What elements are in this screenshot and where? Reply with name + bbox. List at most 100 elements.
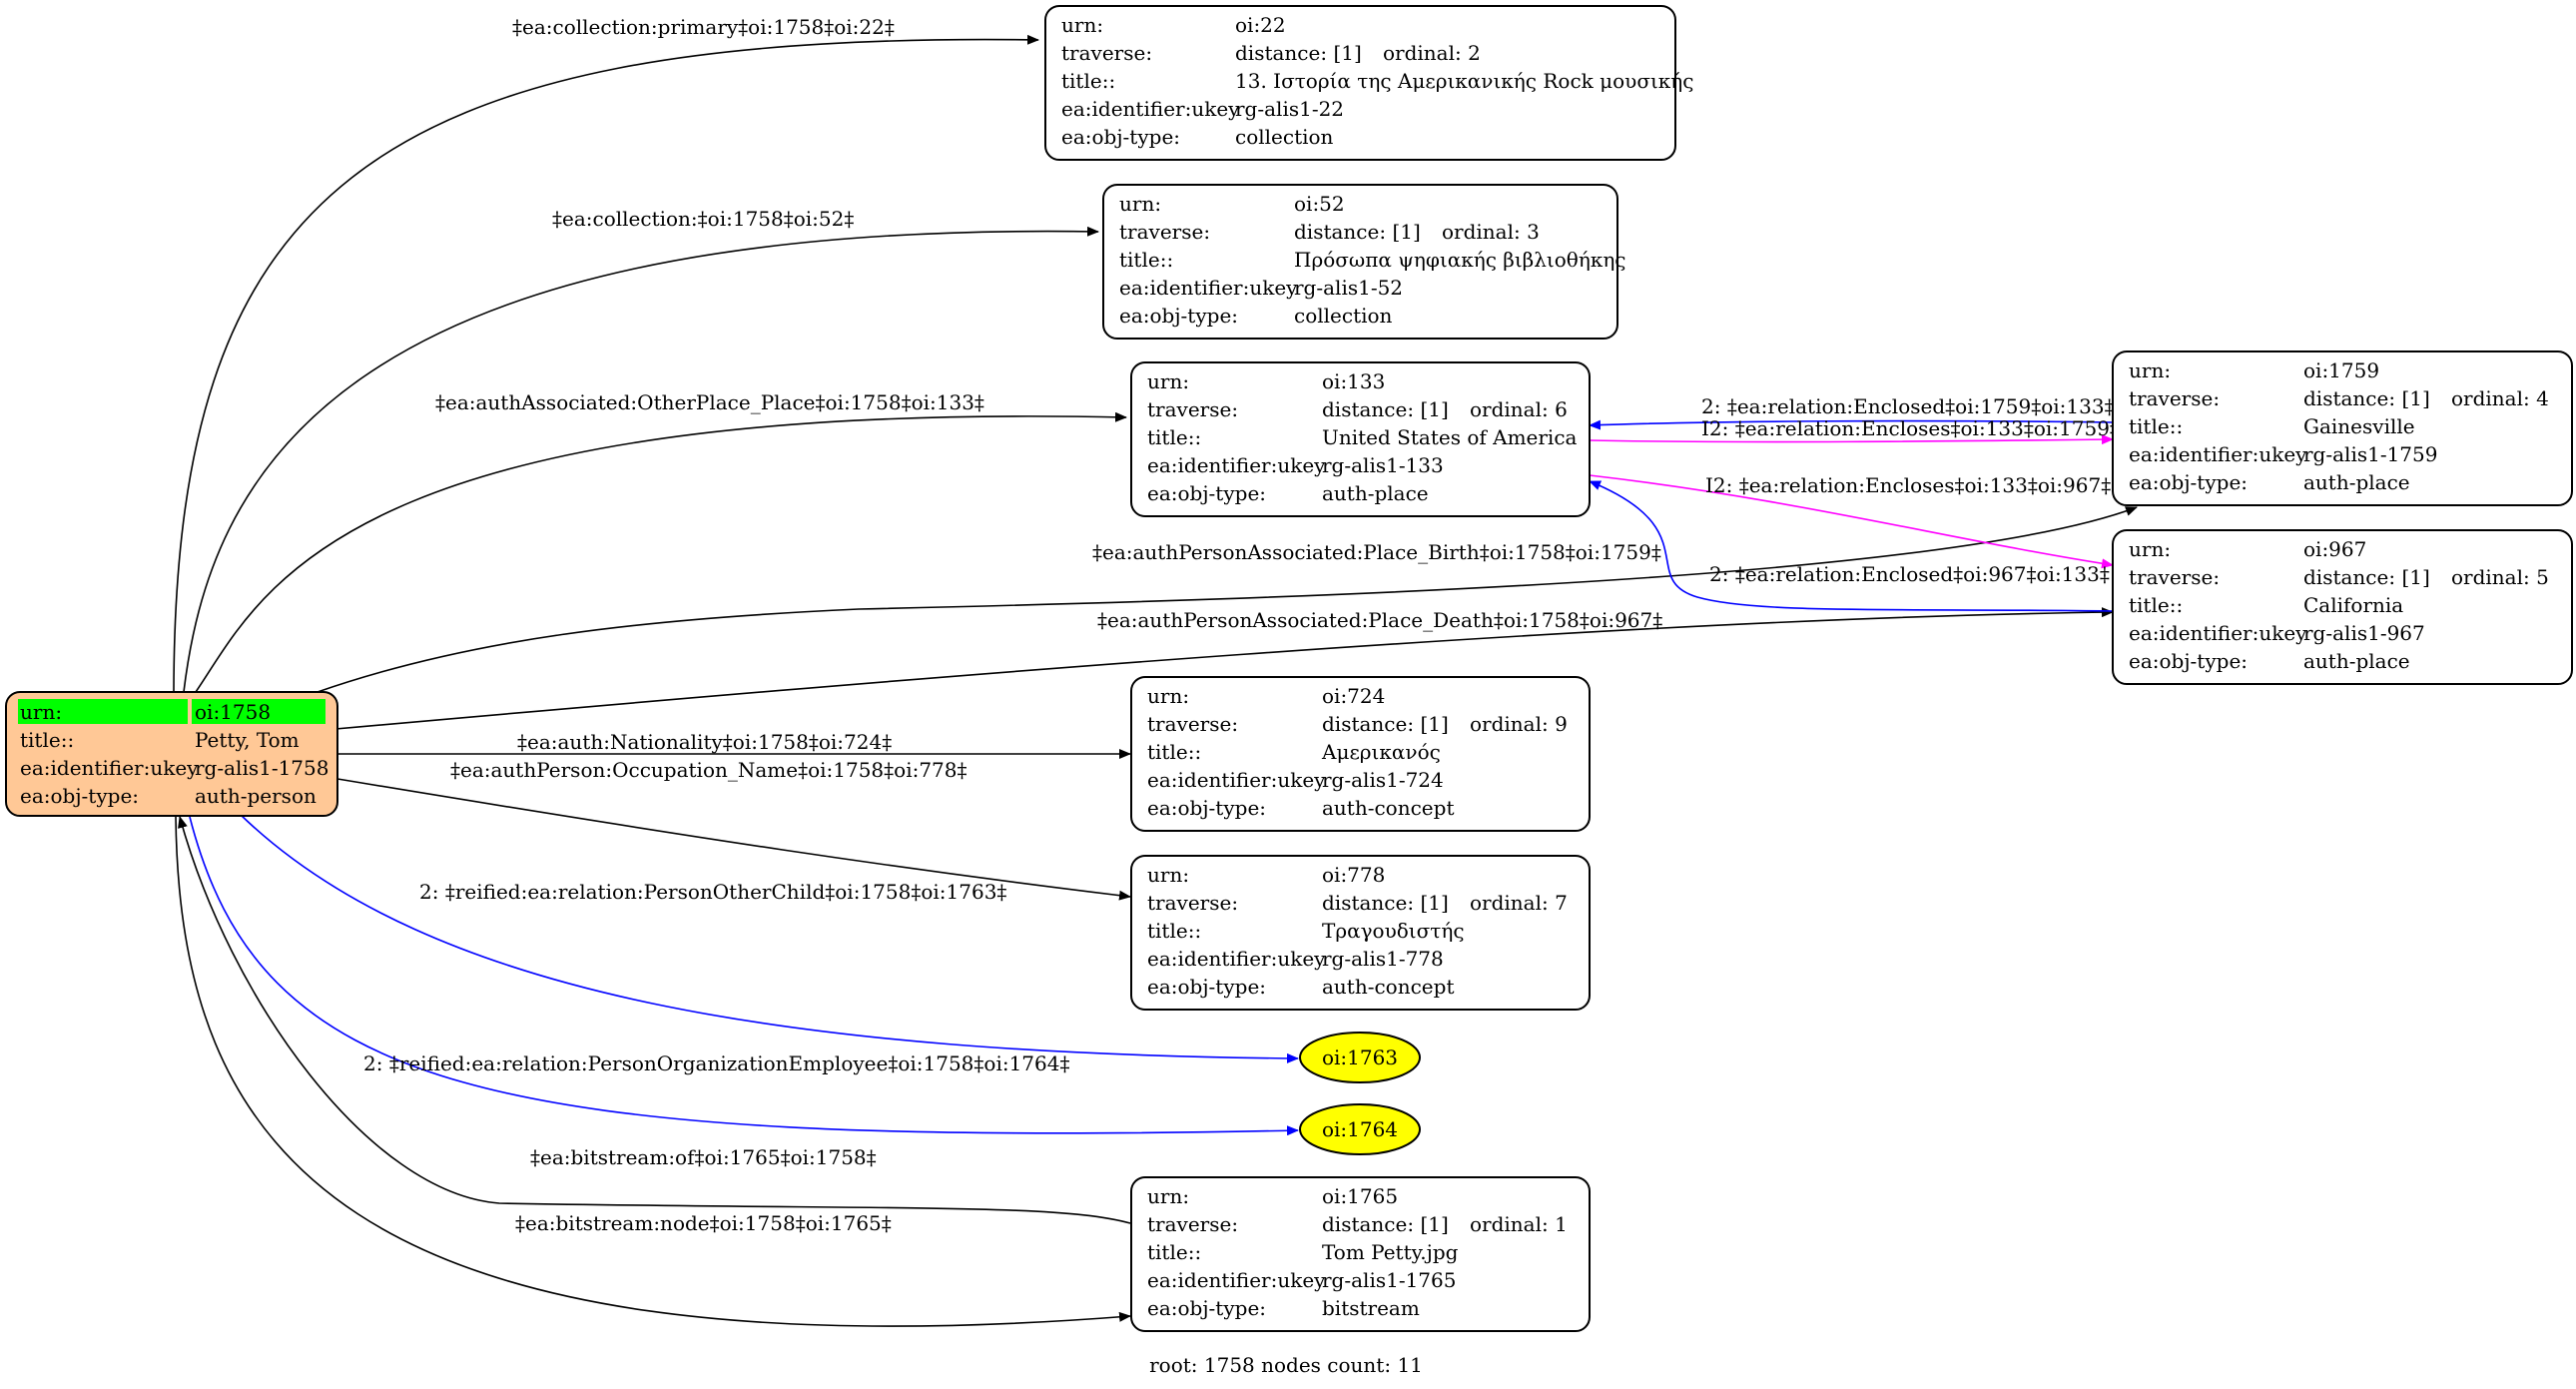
edge-to-oi778: [336, 778, 1131, 901]
node-field-key: title::: [1147, 425, 1201, 449]
node-field-value: rg-alis1-52: [1294, 276, 1403, 300]
edge-133-to-1759: [1589, 434, 2114, 445]
node-field-value: Πρόσωπα ψηφιακής βιβλιοθήκης: [1294, 248, 1626, 272]
node-field-value: rg-alis1-1759: [2303, 442, 2437, 466]
node-field-value: distance: [1]: [1322, 1212, 1449, 1236]
node-field-ordinal: ordinal: 6: [1470, 397, 1568, 421]
edge-to-oi1763[interactable]: [239, 813, 1299, 1063]
edge-label-oi1759: ‡ea:authPersonAssociated:Place_Birth‡oi:…: [1092, 540, 1661, 564]
edges: [173, 34, 2138, 1327]
node-field-key: ea:obj-type:: [2129, 470, 2248, 494]
node-field-value: Tom Petty.jpg: [1322, 1240, 1459, 1264]
node-field-value: oi:778: [1322, 863, 1385, 887]
root-key: ea:obj-type:: [20, 784, 139, 808]
node-field-value: oi:1765: [1322, 1184, 1398, 1208]
node-field-value: auth-concept: [1322, 975, 1454, 999]
root-node[interactable]: urn: oi:1758 title:: Petty, Tom ea:ident…: [5, 691, 338, 817]
edge-label-967-133: 2: ‡ea:relation:Enclosed‡oi:967‡oi:133‡: [1709, 562, 2110, 586]
node-field-ordinal: ordinal: 5: [2451, 565, 2549, 589]
node-field-key: urn:: [2129, 358, 2171, 382]
node-field-value: rg-alis1-724: [1322, 768, 1444, 792]
node-field-key: ea:obj-type:: [1061, 125, 1180, 149]
leaf-label: oi:1764: [1322, 1117, 1398, 1141]
node-field-key: urn:: [2129, 537, 2171, 561]
root-urn: oi:1758: [195, 700, 271, 724]
node-field-value: rg-alis1-133: [1322, 453, 1444, 477]
node-field-key: traverse:: [2129, 386, 2220, 410]
node-field-value: oi:1759: [2303, 358, 2379, 382]
node-field-value: oi:52: [1294, 192, 1345, 216]
root-key: title::: [20, 728, 74, 752]
node-field-value: oi:724: [1322, 684, 1385, 708]
node-field-value: auth-concept: [1322, 796, 1454, 820]
node-field-key: ea:obj-type:: [1147, 481, 1266, 505]
node-field-key: title::: [2129, 414, 2183, 438]
node-field-value: rg-alis1-22: [1235, 97, 1344, 121]
node-field-value: bitstream: [1322, 1296, 1420, 1320]
node-field-key: urn:: [1147, 684, 1189, 708]
node-field-value: distance: [1]: [1235, 41, 1362, 65]
node-field-value: distance: [1]: [1322, 712, 1449, 736]
edge-to-oi1764[interactable]: [189, 816, 1299, 1136]
edge-label-oi52: ‡ea:collection:‡oi:1758‡oi:52‡: [552, 207, 854, 231]
node-field-value: Gainesville: [2303, 414, 2415, 438]
edge-label-oi778: ‡ea:authPerson:Occupation_Name‡oi:1758‡o…: [450, 758, 967, 782]
node-field-value: auth-place: [1322, 481, 1429, 505]
node-frame: [1130, 855, 1591, 1011]
node-field-value: rg-alis1-778: [1322, 947, 1444, 971]
node-field-key: traverse:: [1147, 712, 1238, 736]
leaf-label: oi:1763: [1322, 1045, 1398, 1069]
edge-label-1759-133: 2: ‡ea:relation:Enclosed‡oi:1759‡oi:133‡: [1701, 394, 2115, 418]
edge-label-oi724: ‡ea:auth:Nationality‡oi:1758‡oi:724‡: [517, 730, 892, 754]
node-field-key: title::: [1119, 248, 1173, 272]
node-field-value: auth-place: [2303, 470, 2410, 494]
node-field-ordinal: ordinal: 7: [1470, 891, 1568, 915]
node-field-value: Αμερικανός: [1321, 740, 1441, 764]
edge-label-bitstream-of: ‡ea:bitstream:of‡oi:1765‡oi:1758‡: [530, 1145, 877, 1169]
node-field-value: distance: [1]: [1322, 397, 1449, 421]
edge-label-oi967: ‡ea:authPersonAssociated:Place_Death‡oi:…: [1097, 608, 1662, 632]
node-field-key: urn:: [1147, 863, 1189, 887]
node-field-key: ea:identifier:ukey: [1147, 947, 1326, 971]
node-field-key: urn:: [1119, 192, 1161, 216]
node-field-value: distance: [1]: [1294, 220, 1421, 244]
node-field-key: ea:obj-type:: [1147, 1296, 1266, 1320]
edge-labels: ‡ea:collection:primary‡oi:1758‡oi:22‡ ‡e…: [363, 15, 2120, 1235]
edge-967-to-133: [1589, 480, 2114, 612]
node-frame: [1130, 361, 1591, 517]
node-field-key: title::: [1147, 919, 1201, 943]
leaf-oi1764[interactable]: oi:1764: [1299, 1103, 1421, 1155]
node-field-value: California: [2303, 593, 2403, 617]
edge-bitstream-of: [178, 816, 1131, 1224]
node-field-value: distance: [1]: [2303, 386, 2430, 410]
edge-label-133-1759: I2: ‡ea:relation:Encloses‡oi:133‡oi:1759…: [1701, 416, 2120, 440]
node-field-value: collection: [1294, 304, 1393, 328]
node-field-key: ea:obj-type:: [1147, 975, 1266, 999]
node-field-key: ea:identifier:ukey: [1119, 276, 1298, 300]
node-field-value: oi:22: [1235, 13, 1286, 37]
graph-footer: root: 1758 nodes count: 11: [1149, 1353, 1423, 1377]
node-field-key: urn:: [1147, 369, 1189, 393]
edge-bitstream-node: [175, 816, 1131, 1327]
node-field-value: United States of America: [1322, 425, 1578, 449]
leaf-oi1763[interactable]: oi:1763: [1299, 1032, 1421, 1083]
root-title: Petty, Tom: [195, 728, 300, 752]
edge-1759-to-133: [1589, 419, 2114, 430]
node-field-key: title::: [1147, 1240, 1201, 1264]
node-field-ordinal: ordinal: 2: [1383, 41, 1481, 65]
node-field-key: traverse:: [2129, 565, 2220, 589]
node-field-key: ea:identifier:ukey: [1061, 97, 1240, 121]
node-frame: [1044, 5, 1676, 161]
edge-label-oi133: ‡ea:authAssociated:OtherPlace_Place‡oi:1…: [435, 390, 984, 414]
node-field-key: ea:identifier:ukey: [2129, 442, 2307, 466]
edge-to-oi133: [195, 411, 1127, 693]
